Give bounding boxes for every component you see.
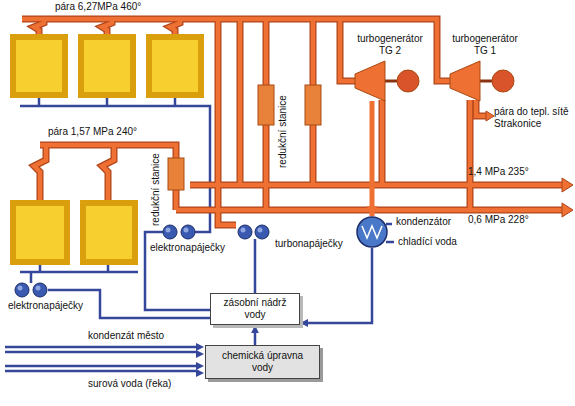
pump-highlight [184, 228, 189, 233]
pressure-label: pára 1,57 MPa 240° [48, 126, 137, 138]
boiler [78, 34, 136, 98]
pump-symbol [15, 225, 269, 297]
water-arrow [196, 350, 204, 358]
water-pipe [5, 98, 394, 371]
water-label: surová voda (řeka) [88, 378, 171, 390]
reduction-station [168, 158, 184, 190]
boiler [86, 206, 132, 259]
water-pipe [39, 98, 175, 106]
turbine-symbol [350, 57, 430, 105]
station-label: redukční stanice [150, 153, 162, 226]
tank-label: zásobní nádrž vody [216, 297, 294, 321]
steam-pipe [22, 19, 562, 225]
water-arrow [196, 362, 204, 370]
steam-arrow [562, 178, 573, 192]
cooling-label: chladící voda [398, 236, 457, 248]
generator-body [397, 70, 419, 92]
condenser: kondenzátor [356, 216, 388, 248]
reduction-station [258, 85, 274, 125]
pump-symbol [238, 225, 252, 239]
pump-symbol [255, 225, 269, 239]
turbine-body [355, 61, 385, 101]
steam-output-label: pára do tepl. sítě Strakonice [494, 106, 572, 130]
pump-highlight [18, 286, 23, 291]
pump-label: elektronapáječky [8, 300, 83, 312]
treatment-box: chemická úpravna vody [205, 345, 320, 379]
turbogenerator-label: turbogenerátor TG 2 [350, 33, 430, 57]
pressure-label: 1,4 MPa 235° [468, 166, 529, 178]
pressure-label: 0,6 MPa 228° [468, 214, 529, 226]
condenser-shell [357, 217, 387, 247]
pump-label: turbonapáječky [275, 238, 343, 250]
boiler [10, 34, 68, 98]
water-arrow [196, 369, 204, 377]
steam-arrow [562, 203, 573, 217]
boiler [10, 200, 70, 265]
reduction-station [305, 85, 321, 125]
boiler [16, 206, 64, 259]
pressure-label: pára 6,27MPa 460° [55, 1, 141, 13]
pump-symbol [163, 225, 177, 239]
steam-pipe-outline [22, 19, 562, 225]
station-label: redukční stanice [277, 95, 289, 168]
pump-highlight [166, 228, 171, 233]
boiler [152, 40, 198, 92]
water-arrow [196, 343, 204, 377]
treatment-label: chemická úpravna vody [211, 350, 314, 374]
generator-body [492, 70, 514, 92]
water-arrow [196, 343, 204, 351]
reduction-station [168, 85, 321, 190]
boiler [80, 200, 138, 265]
boiler [16, 40, 62, 92]
pump-highlight [18, 228, 263, 291]
turbine-shaft [480, 80, 493, 83]
steam-arrow [486, 111, 494, 121]
condenser-symbol [356, 216, 388, 248]
turbine-shaft [385, 80, 398, 83]
steam-connector [370, 101, 375, 216]
pump-label: elektronapáječky [150, 242, 225, 254]
steam-pipe-outline [22, 19, 562, 225]
water-pipe [254, 239, 257, 293]
boiler [84, 40, 130, 92]
pump-highlight [258, 228, 263, 233]
pump-highlight [241, 228, 246, 233]
steam-pipe [22, 19, 562, 225]
turbine-body [450, 61, 480, 101]
water-connector [254, 326, 257, 345]
boiler [146, 34, 204, 98]
water-label: kondenzát město [88, 330, 164, 342]
turbogenerator-label: turbogenerátor TG 1 [445, 33, 525, 57]
water-pipe [20, 265, 138, 283]
pump-symbol [33, 283, 47, 297]
tank-box: zásobní nádrž vody [210, 293, 300, 325]
condenser-coil [362, 226, 382, 238]
pump-highlight [36, 286, 41, 291]
water-pipe [5, 347, 196, 371]
condenser-label: kondenzátor [396, 216, 451, 228]
pump-symbol [15, 283, 29, 297]
pump-symbol [181, 225, 195, 239]
turbine-symbol [445, 57, 525, 105]
turbogenerator: turbogenerátor TG 2 [350, 33, 430, 105]
turbogenerator: turbogenerátor TG 1 [445, 33, 525, 105]
water-connector [301, 248, 372, 323]
